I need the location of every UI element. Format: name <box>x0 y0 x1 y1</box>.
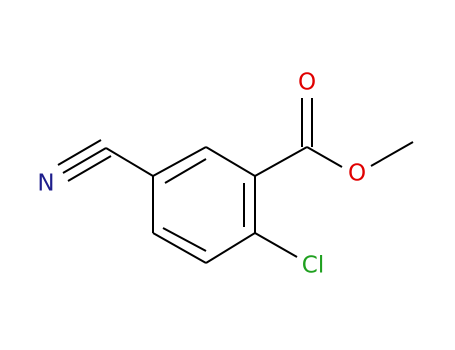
carbonyl-oxygen-label: O <box>298 70 316 96</box>
benzene-ring <box>152 146 256 264</box>
ester-oxygen-label: O <box>348 161 366 187</box>
ester-group <box>254 98 414 177</box>
ester-oxygen-to-methyl-bond <box>370 141 414 167</box>
nitrile-triple-bond <box>67 155 112 182</box>
ring-bond-c2-c3 <box>152 146 207 177</box>
ring-to-nitrile-carbon-bond <box>105 147 154 177</box>
nitrile-triple-bond <box>57 139 102 166</box>
nitrile-group <box>57 139 154 182</box>
ring-bond-c5-c6 <box>205 232 256 264</box>
ring-to-chlorine-bond <box>254 232 298 258</box>
chlorine-atom-label: Cl <box>302 253 324 279</box>
nitrile-triple-bond <box>62 147 107 174</box>
ring-inner-double-bond <box>164 158 207 184</box>
nitrogen-atom-label: N <box>37 171 54 197</box>
ring-bond-c1-c2 <box>205 146 256 177</box>
ring-inner-double-bond <box>162 227 207 252</box>
carbonyl-to-ester-oxygen-bond <box>306 146 343 168</box>
ring-to-carbonyl-bond <box>254 146 308 177</box>
ring-bond-c4-c5 <box>152 232 207 264</box>
